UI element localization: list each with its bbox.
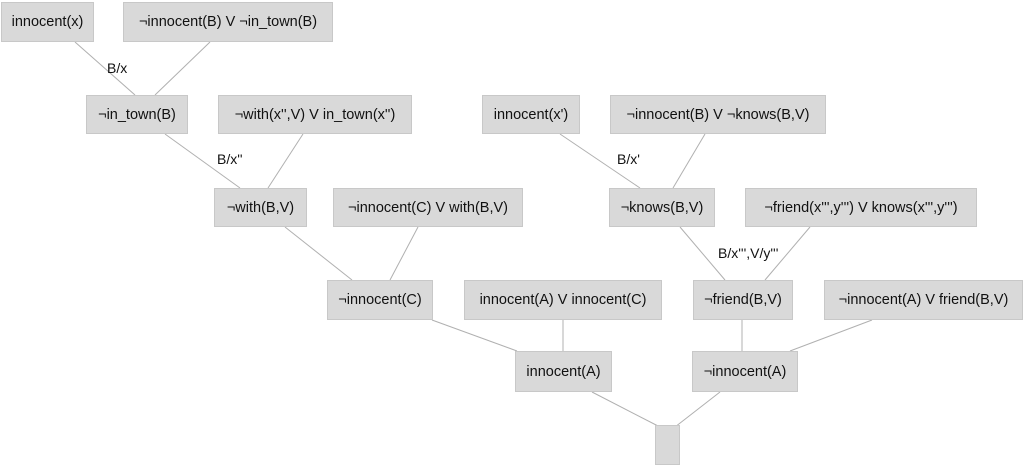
clause-node: ¬innocent(C) V with(B,V) (333, 188, 523, 227)
clause-node: ¬innocent(A) V friend(B,V) (824, 280, 1023, 320)
clause-node: ¬innocent(A) (692, 351, 798, 392)
clause-node: ¬knows(B,V) (609, 188, 715, 227)
clause-node: ¬in_town(B) (86, 95, 188, 134)
edge (267, 133, 304, 189)
substitution-label: B/x''',V/y''' (718, 245, 779, 261)
edge (431, 319, 518, 352)
substitution-label: B/x' (617, 151, 640, 167)
clause-node: innocent(A) (515, 351, 612, 392)
edge (591, 391, 661, 428)
empty-clause-node (655, 425, 680, 465)
clause-node: innocent(A) V innocent(C) (464, 280, 662, 320)
clause-node: ¬with(B,V) (214, 188, 307, 227)
clause-node: innocent(x) (1, 2, 94, 42)
edge (164, 133, 241, 189)
edge (764, 226, 811, 281)
clause-node: innocent(x') (482, 95, 580, 134)
edge (679, 226, 726, 281)
edge (559, 133, 641, 189)
edge (674, 391, 721, 428)
edge (789, 319, 873, 352)
edge (389, 226, 419, 281)
edge (672, 133, 706, 189)
clause-node: ¬friend(x''',y''') V knows(x''',y''') (745, 188, 977, 227)
substitution-label: B/x (107, 60, 128, 76)
clause-node: ¬with(x'',V) V in_town(x'') (218, 95, 412, 134)
clause-node: ¬innocent(C) (327, 280, 433, 320)
edge (74, 41, 136, 96)
substitution-label: B/x'' (217, 151, 243, 167)
clause-node: ¬innocent(B) V ¬in_town(B) (123, 2, 333, 42)
edge (154, 41, 211, 96)
clause-node: ¬friend(B,V) (693, 280, 793, 320)
edge (284, 226, 353, 281)
clause-node: ¬innocent(B) V ¬knows(B,V) (610, 95, 826, 134)
